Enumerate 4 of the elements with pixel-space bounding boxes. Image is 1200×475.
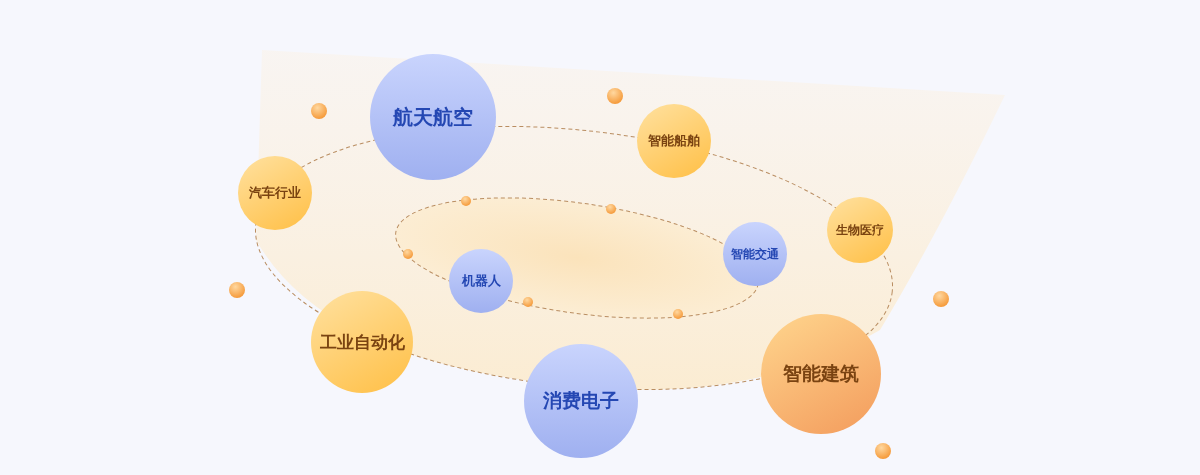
- industry-bubble: 消费电子: [524, 344, 638, 458]
- industry-bubble: 智能建筑: [761, 314, 881, 434]
- industry-bubble: 工业自动化: [311, 291, 413, 393]
- industry-bubble: 汽车行业: [238, 156, 312, 230]
